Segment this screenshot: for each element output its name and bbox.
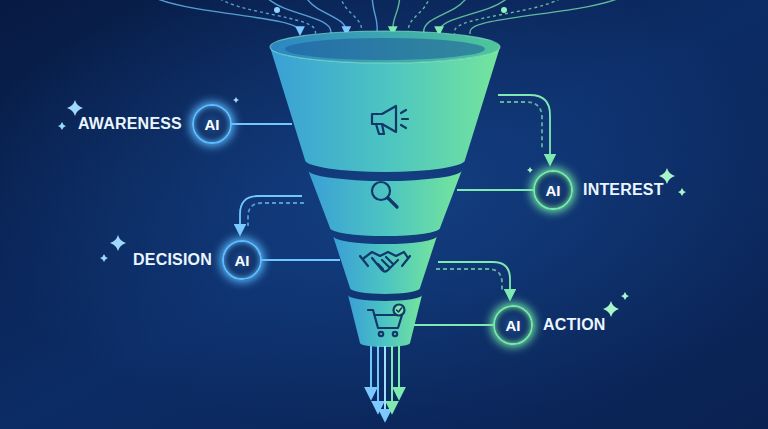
megaphone-icon: [372, 106, 408, 134]
flow-arrow: [240, 196, 302, 234]
funnel-band: [348, 295, 422, 347]
incoming-lines: [150, 0, 625, 34]
output-arrows: [371, 346, 399, 420]
funnel-rim: [270, 31, 500, 63]
sparkle: [678, 188, 686, 196]
funnel-opening: [285, 38, 485, 60]
ai-badge: AI: [192, 104, 232, 144]
leader-line: [230, 123, 292, 125]
incoming-line: [439, 0, 510, 34]
flow-arrows: [240, 95, 550, 299]
incoming-line: [305, 0, 346, 34]
flow-arrow-echo: [436, 269, 502, 292]
stage-heading: ACTION: [543, 316, 606, 334]
sparkle: [110, 235, 126, 251]
handshake-icon: [360, 252, 410, 272]
sparkle: [621, 292, 629, 300]
leader-lines: [230, 124, 533, 325]
funnel-band: [270, 47, 500, 172]
leader-line: [457, 189, 533, 191]
incoming-line: [470, 0, 625, 34]
sparkles: [58, 97, 686, 317]
incoming-line: [340, 0, 362, 34]
incoming-line: [393, 0, 400, 34]
flow-arrow-echo: [248, 203, 304, 226]
ai-badge: AI: [533, 170, 573, 210]
sparkle: [100, 254, 108, 262]
ai-badge: AI: [222, 240, 262, 280]
flow-dot: [274, 7, 280, 13]
sparkle: [58, 122, 66, 130]
incoming-line: [372, 0, 377, 34]
incoming-line: [215, 0, 315, 34]
leader-line: [414, 324, 493, 326]
ai-stage-node: AI INTEREST: [533, 170, 664, 210]
incoming-line: [265, 0, 331, 34]
flow-dot: [501, 7, 507, 13]
funnel-band: [308, 170, 462, 236]
sparkle: [527, 167, 533, 173]
leader-line: [260, 259, 340, 261]
cart-icon: [368, 305, 405, 337]
sparkle: [603, 301, 619, 317]
stage-heading: AWARENESS: [78, 115, 182, 133]
stage-heading: INTEREST: [583, 181, 664, 199]
flow-arrow: [498, 95, 550, 164]
sparkle: [67, 100, 83, 116]
ai-badge: AI: [493, 305, 533, 345]
stage-heading: DECISION: [133, 251, 212, 269]
funnel-band: [333, 236, 437, 294]
flow-arrow-echo: [500, 102, 542, 150]
incoming-line: [408, 0, 430, 34]
ai-stage-node: AI ACTION: [493, 305, 606, 345]
flow-arrow: [438, 262, 510, 299]
magnifier-icon: [372, 182, 397, 207]
ai-stage-node: DECISION AI: [133, 240, 262, 280]
ai-stage-node: AWARENESS AI: [78, 104, 232, 144]
sparkle: [233, 97, 239, 103]
